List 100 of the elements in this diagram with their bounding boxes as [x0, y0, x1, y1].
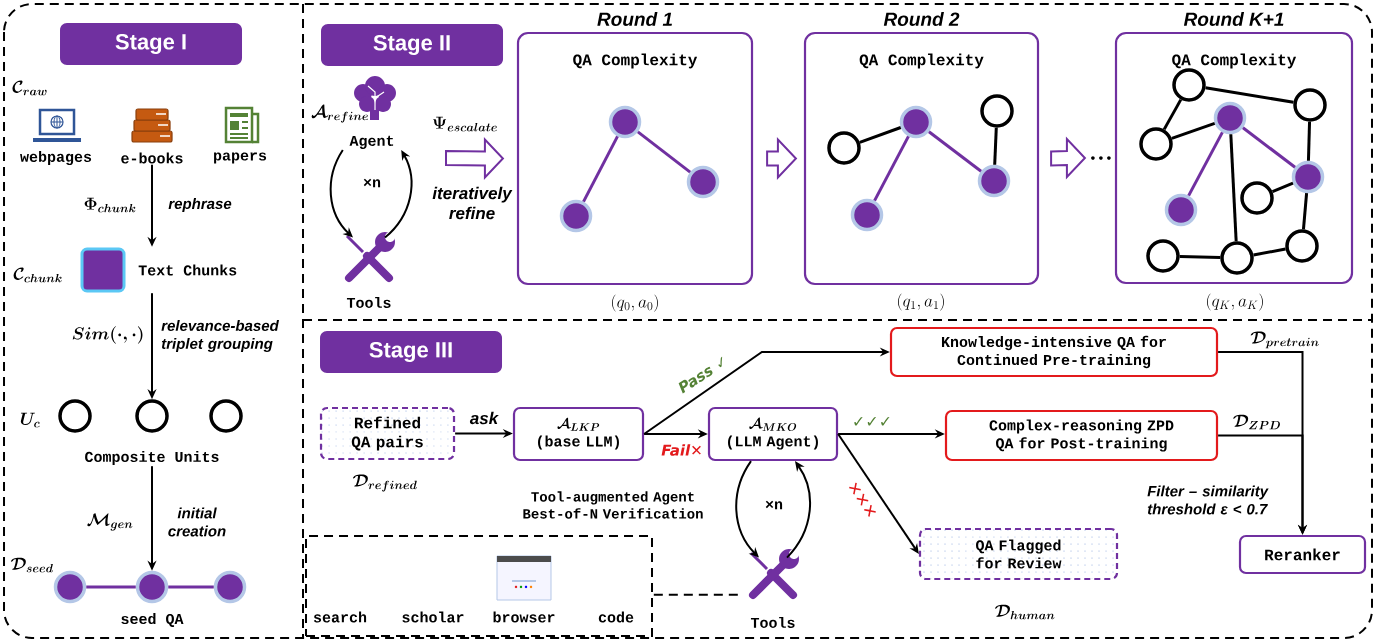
- round-heading: Round K+1: [1183, 12, 1284, 26]
- edge-label: ×n: [765, 500, 783, 510]
- graph-node: [559, 199, 593, 233]
- math-label: $(q_1,a_1)$: [898, 293, 944, 311]
- edge-label: ×n: [363, 178, 381, 188]
- math-label: $\Psi_{escalate}$: [433, 116, 497, 132]
- unit-label: Composite Units: [85, 451, 219, 465]
- graph-node: [977, 164, 1011, 198]
- graph-node: [1240, 181, 1274, 215]
- source-label: webpages: [20, 150, 92, 166]
- block-arrow: [1050, 136, 1111, 180]
- arrow: [329, 149, 353, 238]
- graph-node: [1220, 241, 1254, 275]
- edge-label: rephrase: [168, 198, 232, 212]
- math-label: $\mathcal{D}_{ZPD}$: [1233, 414, 1280, 430]
- graph-node: [850, 198, 884, 232]
- edge-label: Filter – similarity threshold ε < 0.7: [1147, 485, 1269, 515]
- graph-node: [1291, 160, 1325, 194]
- node-label: Text Chunks: [138, 264, 237, 276]
- data-box: Refined QA pairs: [319, 406, 456, 461]
- stage-header: Stage II: [321, 24, 503, 66]
- unit-circle: [209, 399, 243, 433]
- tool-label: search: [313, 611, 367, 623]
- edge-label: ask: [469, 411, 499, 425]
- edge-label: iteratively refine: [432, 186, 513, 220]
- math-label: $\Phi_{chunk}$: [84, 197, 136, 213]
- connector-line: [928, 130, 982, 173]
- math-label: $U_c$: [20, 412, 40, 428]
- graph-node: [827, 131, 861, 165]
- graph-node: [213, 570, 247, 604]
- connector-line: [1229, 134, 1238, 242]
- graph-node: [1213, 101, 1247, 135]
- graph-node: [1172, 68, 1206, 102]
- data-box: QA Flagged for Review: [918, 527, 1119, 581]
- graph-node: [686, 165, 720, 199]
- block-arrow: [766, 137, 798, 180]
- unit-circle: [135, 399, 169, 433]
- connector-line: [582, 135, 619, 203]
- arrow: [384, 150, 413, 239]
- graph-node: [135, 570, 169, 604]
- connector-line: [1306, 121, 1312, 161]
- graph-node: [980, 94, 1014, 128]
- connector-line: [993, 127, 998, 165]
- tool-label: browser: [493, 611, 555, 623]
- graph-panel: QA Complexity: [803, 31, 1040, 286]
- process-box: Complex-reasoning ZPD QA for Post-training: [944, 409, 1219, 462]
- stage-header: Stage I: [60, 23, 242, 65]
- graph-node: [1293, 88, 1327, 122]
- graph-node: [608, 105, 642, 139]
- connector-line: [1162, 98, 1183, 131]
- edge-label: Fail✕: [661, 444, 701, 456]
- process-box: Knowledge-intensive QA for Continued Pre-training: [889, 326, 1219, 378]
- math-label: $(q_K,a_K)$: [1207, 293, 1263, 311]
- graph-node: [1146, 239, 1180, 273]
- connector-line: [168, 585, 214, 589]
- edge-label: ✓✓✓: [854, 416, 890, 426]
- arrow: [786, 461, 812, 559]
- connector-line: [1253, 247, 1286, 257]
- node-caption: seed QA: [121, 613, 184, 627]
- connector-line: [1242, 126, 1296, 169]
- math-label: $\mathcal{A}_{refine}$: [311, 104, 368, 123]
- agent-label: Agent: [349, 135, 394, 149]
- math-label: $\mathcal{M}_{gen}$: [87, 513, 133, 531]
- process-box: $\mathcal{A}_{MKO}$ (LLM Agent): [707, 406, 839, 462]
- block-arrow: [445, 137, 505, 180]
- tools-label: Tools: [750, 616, 795, 628]
- math-label: $\mathcal{D}_{seed}$: [10, 557, 53, 573]
- graph-node: [53, 570, 87, 604]
- math-label: $\mathcal{D}_{human}$: [995, 604, 1055, 620]
- connector-line: [1205, 86, 1294, 104]
- tool-label: scholar: [402, 611, 464, 623]
- arrow: [837, 433, 919, 554]
- math-label: $Sim(\cdot,\cdot)$: [72, 326, 143, 344]
- math-label: $\mathcal{D}_{pretrain}$: [1250, 331, 1319, 349]
- connector-line: [1179, 254, 1221, 260]
- process-box: $\mathcal{A}_{LKP}$ (base LLM): [512, 406, 645, 462]
- stage-header: Stage III: [320, 331, 502, 373]
- connector-line: [86, 585, 136, 589]
- tools-label: Tools: [346, 296, 391, 308]
- source-label: papers: [214, 152, 267, 164]
- graph-node: [899, 105, 933, 139]
- graph-node: [1285, 229, 1319, 263]
- graph-node: [1164, 193, 1198, 227]
- math-label: $\mathcal{D}_{refined}$: [353, 474, 417, 492]
- graph-panel: QA Complexity: [1114, 31, 1354, 285]
- text-chunk: Text Chunks: [80, 247, 237, 293]
- connector-line: [1187, 131, 1224, 197]
- math-label: $\mathcal{C}_{raw}$: [12, 80, 47, 96]
- round-heading: Round 2: [883, 12, 960, 26]
- connector-line: [1171, 121, 1216, 140]
- connector-line: [1271, 181, 1294, 193]
- edge-label: initial creation: [168, 507, 226, 537]
- source-label: e-books: [121, 152, 183, 164]
- graph-node: [1139, 127, 1173, 161]
- edge-label: Tool-augmented Agent Best-of-N Verification: [523, 491, 703, 519]
- connector-line: [873, 135, 910, 202]
- connector-line: [859, 126, 902, 144]
- edge-label: relevance-based triplet grouping: [161, 320, 279, 352]
- math-label: $\mathcal{C}_{chunk}$: [13, 267, 62, 283]
- graph-panel: QA Complexity: [516, 31, 754, 286]
